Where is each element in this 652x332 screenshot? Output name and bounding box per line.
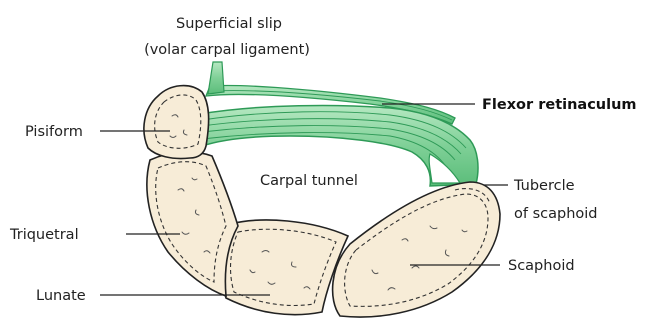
label-carpal-tunnel: Carpal tunnel [260,173,358,189]
label-tubercle-line1: Tubercle [513,178,575,194]
label-pisiform: Pisiform [25,124,83,140]
label-tubercle-line2: of scaphoid [514,206,598,222]
lunate-bone [221,220,348,315]
triquetral-bone [147,152,238,296]
label-superficial-slip-line2: (volar carpal ligament) [144,42,310,58]
label-triquetral: Triquetral [9,227,79,243]
pisiform-bone [144,86,209,159]
label-superficial-slip-line1: Superficial slip [176,16,282,32]
label-lunate: Lunate [36,288,86,304]
scaphoid-bone [333,182,500,317]
label-flexor-retinaculum: Flexor retinaculum [482,97,637,113]
label-scaphoid: Scaphoid [508,258,575,274]
